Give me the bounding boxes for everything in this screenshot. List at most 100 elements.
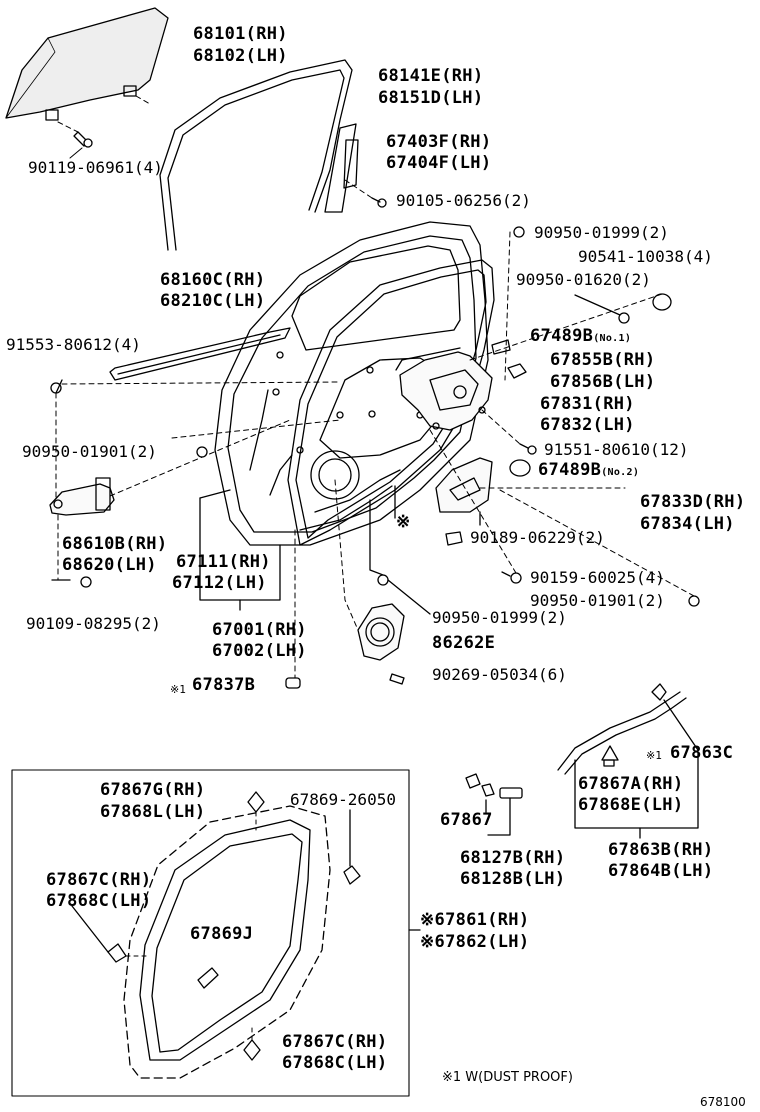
label-67867a: 67867A(RH) (578, 774, 684, 794)
plug-icon (491, 339, 511, 355)
label-68128b: 68128B(LH) (460, 869, 566, 889)
bolt-icon (371, 197, 387, 208)
clip-icon (499, 787, 523, 799)
label-67404f: 67404F(LH) (386, 153, 492, 173)
label-90541: 90541-10038(4) (578, 247, 713, 266)
bolt-icon (80, 576, 92, 588)
bolt-icon (50, 379, 63, 394)
label-90950-01999-top: 90950-01999(2) (534, 223, 669, 242)
door-frame-icon (214, 221, 489, 546)
label-90189: 90189-06229(2) (470, 528, 605, 547)
label-67002: 67002(LH) (212, 641, 307, 661)
label-67489b-no1-sub: (No.1) (593, 333, 632, 344)
clip-icon (247, 791, 265, 813)
label-91553: 91553-80612(4) (6, 335, 141, 354)
label-67863b: 67863B(RH) (608, 840, 714, 860)
plug-icon (509, 459, 531, 477)
dust-proof-note: ※1 W(DUST PROOF) (442, 1070, 573, 1085)
label-67864b: 67864B(LH) (608, 861, 714, 881)
label-67867c-bottom: 67867C(RH) (282, 1032, 388, 1052)
label-68610b: 68610B(RH) (62, 534, 168, 554)
label-90950-01999-bottom: 90950-01999(2) (432, 608, 567, 627)
weatherstrip-inset-icon (123, 805, 331, 1079)
clip-icon (507, 363, 527, 379)
label-67869j: 67869J (190, 924, 254, 944)
label-67867: 67867 (440, 810, 493, 830)
label-90269: 90269-05034(6) (432, 665, 567, 684)
label-67869-26050: 67869-26050 (290, 790, 396, 809)
clip-icon (601, 745, 619, 767)
label-67863c-mark: ※1 (646, 749, 662, 762)
label-68210c: 68210C(LH) (160, 291, 266, 311)
belt-moulding-icon (109, 327, 291, 381)
clip-icon (445, 531, 463, 546)
clip-icon (618, 312, 630, 324)
label-67868c-top: 67868C(LH) (46, 891, 152, 911)
label-67861: ※67861(RH) (420, 910, 530, 930)
label-90109: 90109-08295(2) (26, 614, 161, 633)
label-67856b: 67856B(LH) (550, 372, 656, 392)
label-90119: 90119-06961(4) (28, 158, 163, 177)
label-68102: 68102(LH) (193, 46, 288, 66)
window-channel-icon (324, 123, 359, 213)
label-67403f: 67403F(RH) (386, 132, 492, 152)
label-91551: 91551-80610(12) (544, 440, 689, 459)
label-67489b-no2: 67489B(No.2) (538, 460, 640, 480)
label-67831: 67831(RH) (540, 394, 635, 414)
bolt-icon (73, 131, 93, 148)
label-67489b-no2-sub: (No.2) (601, 467, 640, 478)
label-67867g: 67867G(RH) (100, 780, 206, 800)
label-86262e: 86262E (432, 633, 496, 653)
clip-icon (651, 683, 667, 701)
label-68620: 68620(LH) (62, 555, 157, 575)
label-67867c-top: 67867C(RH) (46, 870, 152, 890)
label-67863c: 67863C (670, 743, 734, 763)
speaker-cover-icon (357, 603, 405, 661)
label-67832: 67832(LH) (540, 415, 635, 435)
door-lock-icon (395, 347, 493, 431)
glass-run-channel-icon (159, 59, 353, 251)
clip-icon (465, 773, 495, 797)
label-68151d: 68151D(LH) (378, 88, 484, 108)
label-67489b-no1: 67489B(No.1) (530, 326, 632, 346)
door-check-icon (49, 477, 115, 516)
label-67833d: 67833D(RH) (640, 492, 746, 512)
label-90950-01901-left: 90950-01901(2) (22, 442, 157, 461)
figure-number: 678100 (700, 1095, 746, 1109)
label-67868l: 67868L(LH) (100, 802, 206, 822)
label-67837b: 67837B (192, 675, 256, 695)
screw-icon (389, 673, 405, 685)
lower-weatherstrip-icon (557, 691, 687, 775)
clip-icon (513, 226, 525, 238)
label-67855b: 67855B(RH) (550, 350, 656, 370)
label-67862: ※67862(LH) (420, 932, 530, 952)
label-68141e: 68141E(RH) (378, 66, 484, 86)
label-67834: 67834(LH) (640, 514, 735, 534)
clip-icon (343, 865, 361, 885)
screw-icon (519, 443, 537, 455)
clip-icon (107, 943, 127, 963)
label-90950-01620: 90950-01620(2) (516, 270, 651, 289)
label-67837b-mark: ※1 (170, 683, 186, 696)
label-67001: 67001(RH) (212, 620, 307, 640)
clip-icon (243, 1039, 261, 1061)
label-68127b: 68127B(RH) (460, 848, 566, 868)
label-90950-01901-right: 90950-01901(2) (530, 591, 665, 610)
label-68101: 68101(RH) (193, 24, 288, 44)
label-inline-mark: ※ (396, 512, 411, 532)
inside-handle-icon (435, 457, 493, 513)
clip-icon (196, 446, 208, 458)
label-90159: 90159-60025(4) (530, 568, 665, 587)
glass-panel-icon (5, 7, 169, 121)
clip-icon (688, 595, 700, 607)
clip-icon (377, 574, 389, 586)
label-67868e: 67868E(LH) (578, 795, 684, 815)
label-67111: 67111(RH) (176, 552, 271, 572)
clip-icon (285, 677, 301, 689)
plug-icon (652, 293, 672, 311)
label-67112: 67112(LH) (172, 573, 267, 593)
clip-icon (197, 967, 219, 989)
label-68160c: 68160C(RH) (160, 270, 266, 290)
label-67868c-bottom: 67868C(LH) (282, 1053, 388, 1073)
